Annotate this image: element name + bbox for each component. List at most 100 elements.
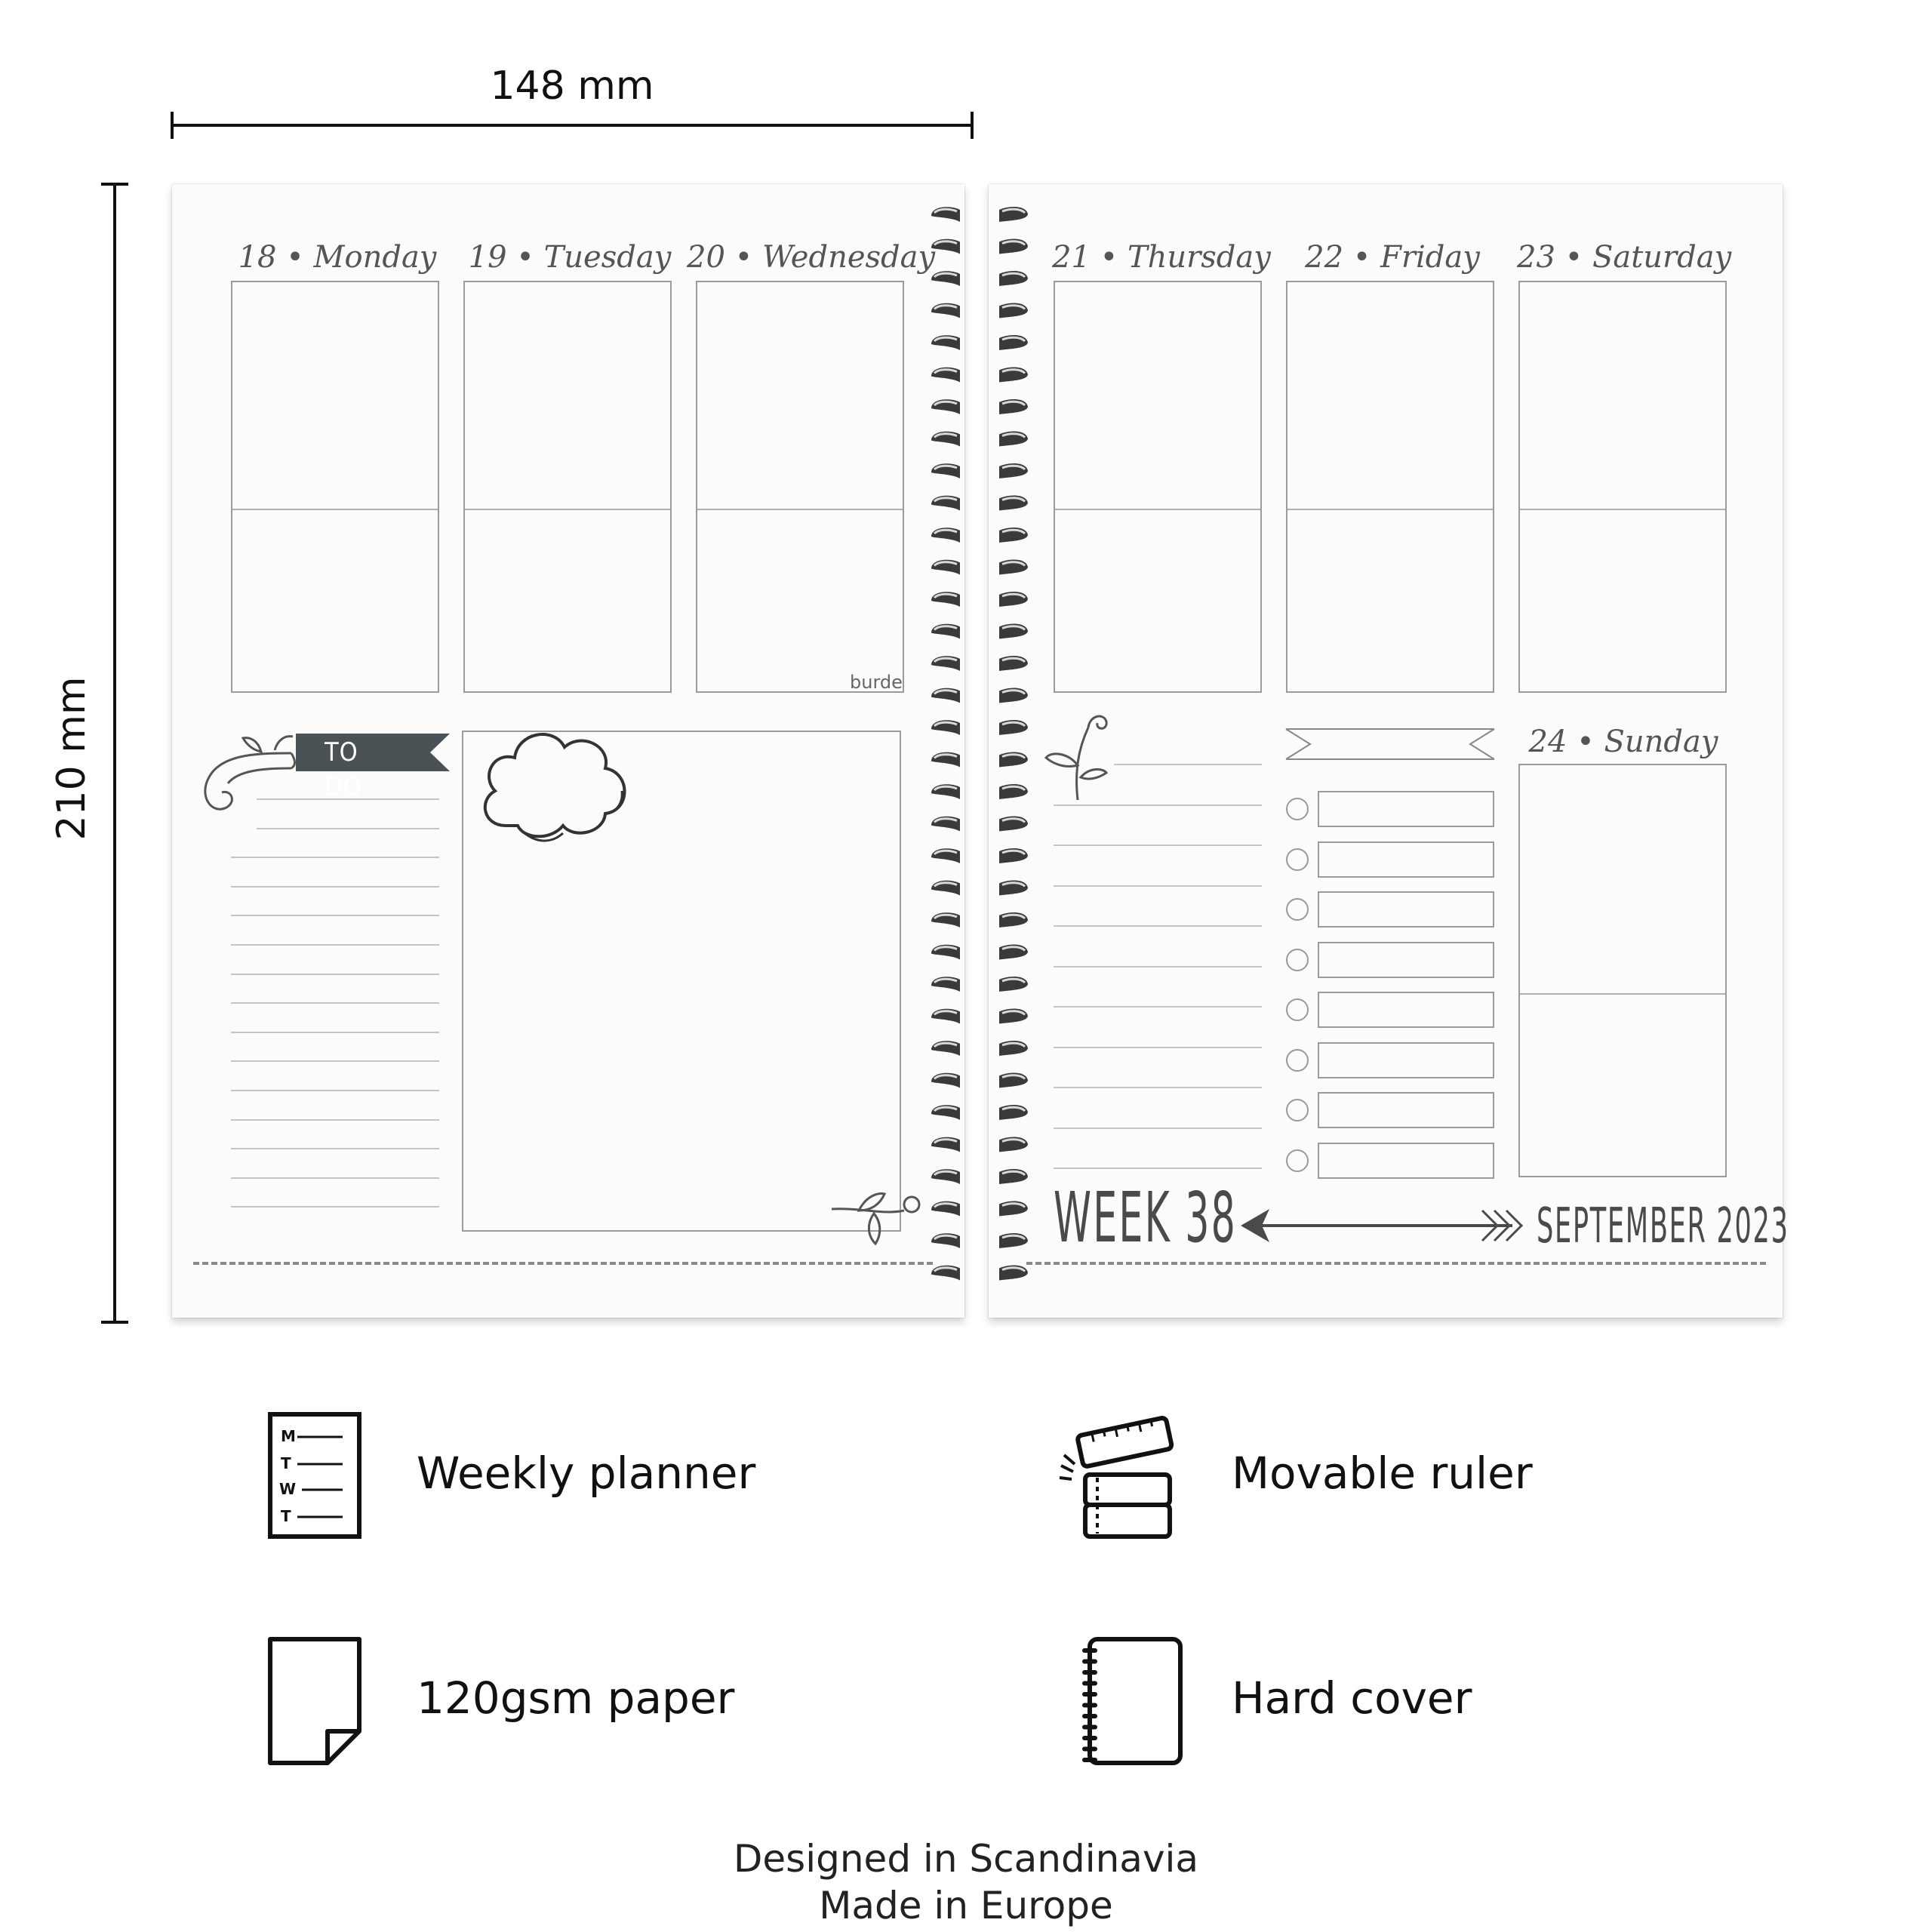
spiral-coil: [931, 528, 1028, 543]
checklist-box[interactable]: [1318, 941, 1494, 978]
checklist-circle[interactable]: [1286, 1099, 1309, 1121]
width-dimension-label: 148 mm: [490, 63, 654, 109]
day-name: Friday: [1380, 240, 1480, 275]
spiral-coil: [931, 880, 1028, 896]
day-box-wednesday[interactable]: [696, 281, 904, 693]
checklist-circle[interactable]: [1286, 1149, 1309, 1172]
checklist-box[interactable]: [1318, 891, 1494, 928]
todo-line[interactable]: [231, 944, 439, 946]
spiral-coil: [931, 495, 1028, 511]
spiral-coil: [931, 559, 1028, 575]
todo-line[interactable]: [231, 857, 439, 859]
todo-line[interactable]: [231, 915, 439, 917]
day-name: Saturday: [1592, 240, 1732, 275]
checklist-box[interactable]: [1318, 1092, 1494, 1128]
todo-line[interactable]: [231, 1002, 439, 1004]
scroll-ornament-icon: [204, 735, 296, 811]
day-box-divider: [1520, 993, 1725, 995]
checklist-box[interactable]: [1318, 992, 1494, 1028]
checklist-circle[interactable]: [1286, 1048, 1309, 1072]
day-number: 19: [468, 240, 507, 275]
checklist-circle[interactable]: [1286, 798, 1309, 820]
spiral-coil: [931, 752, 1028, 768]
left-page-dashed-border: [193, 1262, 933, 1265]
checklist-box[interactable]: [1318, 841, 1494, 878]
notes-line[interactable]: [1054, 925, 1262, 927]
todo-line[interactable]: [231, 885, 439, 888]
notes-box[interactable]: [462, 731, 901, 1232]
svg-text:W: W: [279, 1480, 296, 1498]
checklist-box[interactable]: [1318, 1142, 1494, 1179]
notes-line[interactable]: [1054, 1168, 1262, 1169]
checklist-box[interactable]: [1318, 1041, 1494, 1078]
spiral-coil: [931, 623, 1028, 639]
spiral-coil: [931, 1008, 1028, 1024]
notebook-ring: [1082, 1724, 1097, 1730]
spiral-coil: [931, 816, 1028, 832]
day-header-wednesday: 20 • Wednesday: [687, 240, 935, 282]
width-dimension-cap-right: [971, 112, 974, 139]
spiral-coil: [931, 688, 1028, 703]
feature-movable-ruler-label: Movable ruler: [1232, 1447, 1533, 1499]
spiral-binding: [931, 207, 1028, 1281]
checklist-ribbon-shape: [1285, 728, 1495, 760]
day-box-tuesday[interactable]: [463, 281, 672, 693]
day-number: 23: [1517, 240, 1555, 275]
spiral-coil: [931, 944, 1028, 960]
day-name: Monday: [313, 240, 437, 275]
notes-line[interactable]: [1114, 764, 1262, 765]
notebook-ring: [1082, 1758, 1097, 1762]
day-box-divider: [697, 509, 903, 510]
checklist-box[interactable]: [1318, 791, 1494, 827]
notes-line[interactable]: [1054, 1046, 1262, 1048]
day-box-saturday[interactable]: [1518, 281, 1727, 693]
checklist-circle[interactable]: [1286, 848, 1309, 871]
day-separator: •: [1577, 724, 1595, 759]
day-number: 18: [238, 240, 277, 275]
ruler-icon: [1059, 1416, 1174, 1539]
spiral-coil: [931, 1041, 1028, 1056]
day-separator: •: [1100, 240, 1118, 275]
day-name: Tuesday: [543, 240, 672, 275]
todo-line[interactable]: [257, 798, 439, 800]
notebook-ring: [1082, 1736, 1097, 1740]
todo-line[interactable]: [231, 1177, 439, 1179]
checklist-circle[interactable]: [1286, 898, 1309, 921]
height-dimension-cap-bottom: [101, 1321, 128, 1324]
todo-line[interactable]: [231, 1206, 439, 1208]
notes-line[interactable]: [1054, 1087, 1262, 1088]
todo-line[interactable]: [231, 1148, 439, 1150]
checklist-circle[interactable]: [1286, 998, 1309, 1021]
day-separator: •: [1352, 240, 1371, 275]
notes-line[interactable]: [1054, 1127, 1262, 1129]
day-number: 24: [1528, 724, 1567, 759]
vine-doodle-icon: [831, 1192, 921, 1246]
todo-line[interactable]: [231, 973, 439, 975]
day-box-friday[interactable]: [1286, 281, 1494, 693]
checklist-circle[interactable]: [1286, 948, 1309, 971]
todo-line[interactable]: [231, 1118, 439, 1121]
notes-line[interactable]: [1054, 884, 1262, 887]
day-box-sunday[interactable]: [1518, 764, 1727, 1177]
day-number: 22: [1305, 240, 1344, 275]
notes-line[interactable]: [1054, 844, 1262, 846]
spiral-coil: [931, 1265, 1028, 1281]
day-box-divider: [1520, 509, 1725, 510]
todo-line[interactable]: [231, 1031, 439, 1033]
spiral-notebook-icon: [1082, 1637, 1183, 1765]
todo-line[interactable]: [231, 1060, 439, 1063]
notes-line[interactable]: [1054, 1006, 1262, 1008]
spiral-coil: [931, 399, 1028, 414]
notes-line[interactable]: [1054, 804, 1262, 806]
day-box-thursday[interactable]: [1054, 281, 1262, 693]
spiral-coil: [931, 1137, 1028, 1152]
svg-text:T: T: [281, 1454, 291, 1472]
todo-line[interactable]: [231, 1090, 439, 1091]
feature-hard-cover-label: Hard cover: [1232, 1672, 1472, 1724]
svg-text:T: T: [281, 1507, 291, 1525]
day-box-monday[interactable]: [231, 281, 439, 693]
spiral-coil: [931, 271, 1028, 286]
todo-line[interactable]: [257, 827, 439, 829]
notes-line[interactable]: [1054, 965, 1262, 968]
notebook-ring: [1082, 1714, 1097, 1718]
